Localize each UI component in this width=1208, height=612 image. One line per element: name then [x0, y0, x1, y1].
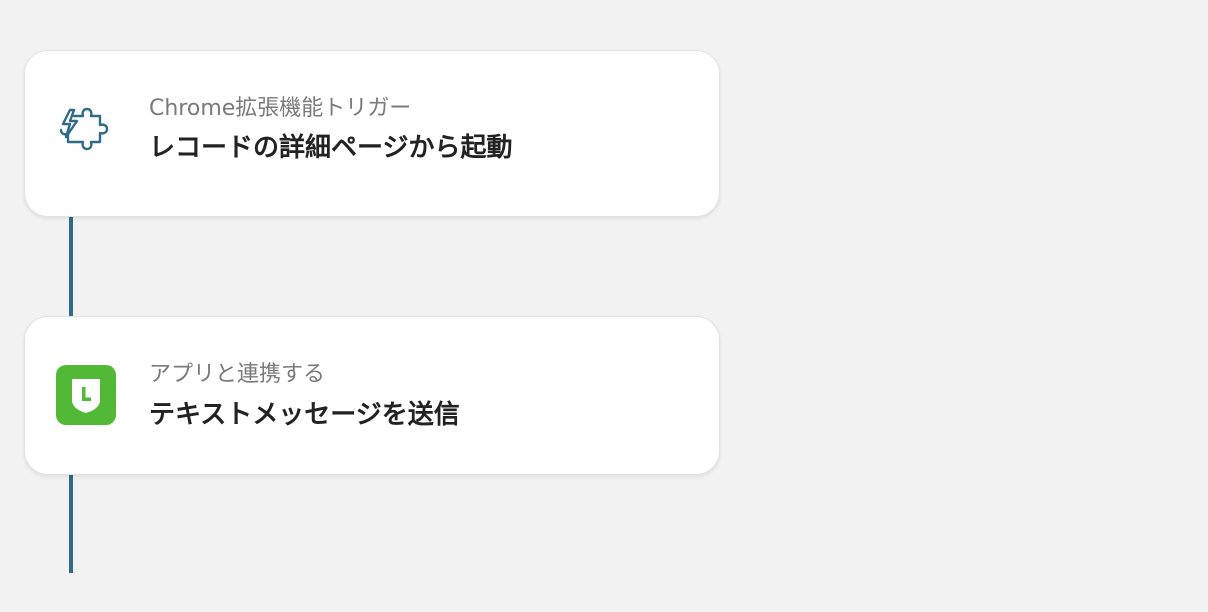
step-category-label: アプリと連携する	[149, 362, 326, 387]
trigger-step-card[interactable]: Chrome拡張機能トリガー レコードの詳細ページから起動	[24, 50, 720, 217]
action-step-card[interactable]: アプリと連携する テキストメッセージを送信	[24, 316, 720, 475]
step-category-label: Chrome拡張機能トリガー	[149, 96, 412, 121]
step-title: レコードの詳細ページから起動	[149, 133, 513, 163]
flow-connector-line	[69, 472, 73, 573]
step-title: テキストメッセージを送信	[149, 400, 460, 430]
line-works-app-icon	[56, 365, 116, 425]
puzzle-lightning-icon	[56, 104, 116, 164]
flow-connector-line	[69, 214, 73, 318]
